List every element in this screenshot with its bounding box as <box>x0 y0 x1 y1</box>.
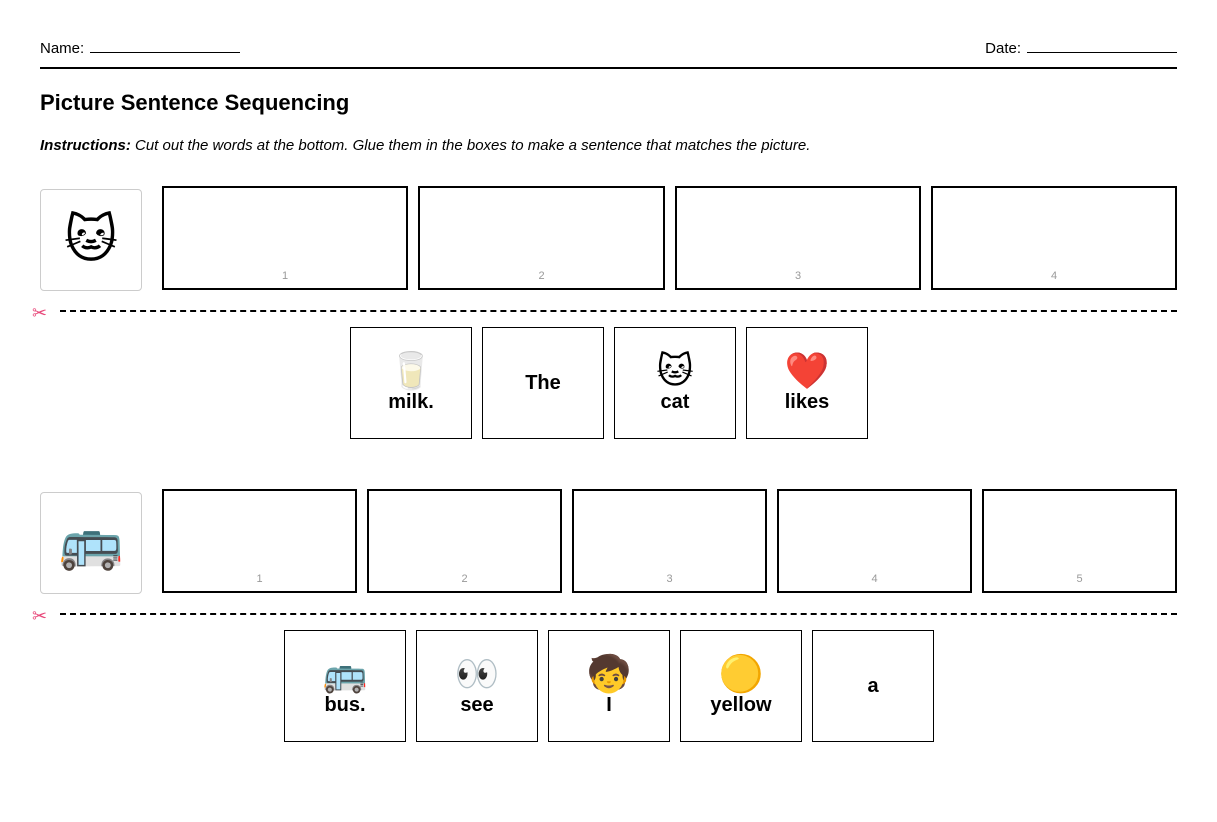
slot-number: 4 <box>871 573 878 585</box>
word-card[interactable]: The <box>482 327 604 439</box>
answer-slot[interactable]: 3 <box>675 186 921 290</box>
card-word: milk. <box>388 390 434 413</box>
name-field[interactable]: Name: <box>40 38 241 57</box>
name-label: Name: <box>40 40 85 57</box>
picture-bus: 🚌 <box>40 492 142 594</box>
card-word: a <box>867 674 879 697</box>
slot-number: 1 <box>256 573 263 585</box>
cut-line <box>60 613 1177 615</box>
card-word: likes <box>784 390 830 413</box>
heart-icon: ❤️ <box>784 349 830 391</box>
answer-slot[interactable]: 3 <box>572 489 767 593</box>
slot-number: 3 <box>666 573 673 585</box>
date-field[interactable]: Date: <box>985 38 1177 57</box>
word-card[interactable]: 🐱 cat <box>614 327 736 439</box>
card-word: yellow <box>710 693 772 716</box>
word-card[interactable]: 👀 see <box>416 630 538 742</box>
answer-slot[interactable]: 1 <box>162 186 408 290</box>
card-word: see <box>460 693 494 716</box>
answer-slot[interactable]: 1 <box>162 489 357 593</box>
name-blank-line[interactable] <box>90 38 241 53</box>
yellow-circle-icon: 🟡 <box>718 652 764 694</box>
slot-number: 4 <box>1050 270 1058 282</box>
word-card[interactable]: ❤️ likes <box>746 327 868 439</box>
worksheet-header: Name: Date: <box>40 38 1177 58</box>
word-card[interactable]: a <box>812 630 934 742</box>
answer-slot[interactable]: 4 <box>777 489 972 593</box>
date-blank-line[interactable] <box>1027 38 1177 53</box>
page-title: Picture Sentence Sequencing <box>40 90 350 115</box>
answer-slot[interactable]: 5 <box>982 489 1177 593</box>
milk-glass-icon: 🥛 <box>388 349 434 391</box>
child-face-icon: 🧒 <box>586 652 632 694</box>
picture-cat: 🐱 <box>40 189 142 291</box>
word-card[interactable]: 🧒 I <box>548 630 670 742</box>
header-divider <box>40 67 1177 69</box>
cat-face-icon: 🐱 <box>63 211 119 269</box>
slot-number: 2 <box>461 573 468 585</box>
cut-line <box>60 310 1177 312</box>
card-word: cat <box>660 390 690 413</box>
instructions: Instructions: Cut out the words at the b… <box>40 137 810 154</box>
instructions-text: Cut out the words at the bottom. Glue th… <box>130 137 811 154</box>
scissors-icon: ✂ <box>32 303 48 323</box>
card-word: I <box>606 693 612 716</box>
bus-icon: 🚌 <box>322 652 368 694</box>
slot-number: 2 <box>538 270 545 282</box>
date-label: Date: <box>985 40 1021 57</box>
slot-number: 5 <box>1076 573 1083 585</box>
cat-face-icon: 🐱 <box>656 349 694 391</box>
answer-slot[interactable]: 2 <box>367 489 562 593</box>
word-card[interactable]: 🚌 bus. <box>284 630 406 742</box>
slot-number: 3 <box>794 270 802 282</box>
slot-number: 1 <box>281 270 289 282</box>
scissors-icon: ✂ <box>32 606 48 626</box>
bus-icon: 🚌 <box>58 514 124 572</box>
card-word: bus. <box>324 693 366 716</box>
word-card[interactable]: 🟡 yellow <box>680 630 802 742</box>
instructions-label: Instructions: <box>40 137 131 154</box>
word-card[interactable]: 🥛 milk. <box>350 327 472 439</box>
card-word: The <box>525 371 561 394</box>
answer-slot[interactable]: 4 <box>931 186 1177 290</box>
answer-slot[interactable]: 2 <box>418 186 665 290</box>
eyes-icon: 👀 <box>454 652 500 694</box>
